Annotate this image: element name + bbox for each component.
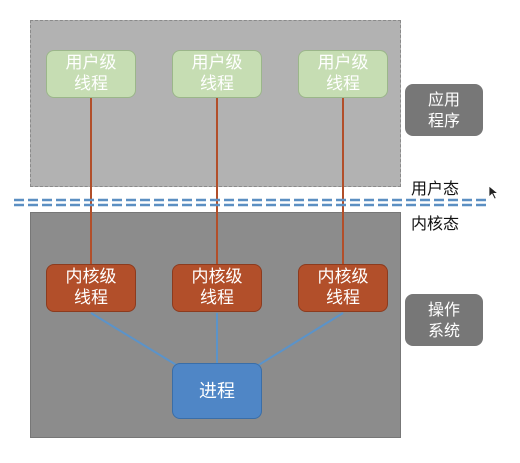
application-label: 应用 程序 (405, 84, 483, 136)
kernel-thread-3: 内核级 线程 (298, 264, 388, 312)
kernel-thread-2: 内核级 线程 (172, 264, 262, 312)
os-label: 操作 系统 (405, 294, 483, 346)
user-thread-3: 用户级 线程 (298, 50, 388, 98)
kernel-mode-label: 内核态 (411, 214, 460, 233)
kernel-process-link-3 (256, 312, 344, 367)
mouse-cursor-icon (488, 185, 500, 200)
process-box: 进程 (172, 363, 262, 419)
kernel-process-link-1 (90, 312, 179, 367)
user-mode-label: 用户态 (411, 179, 460, 198)
kernel-thread-1: 内核级 线程 (46, 264, 136, 312)
user-thread-1: 用户级 线程 (46, 50, 136, 98)
user-thread-2: 用户级 线程 (172, 50, 262, 98)
